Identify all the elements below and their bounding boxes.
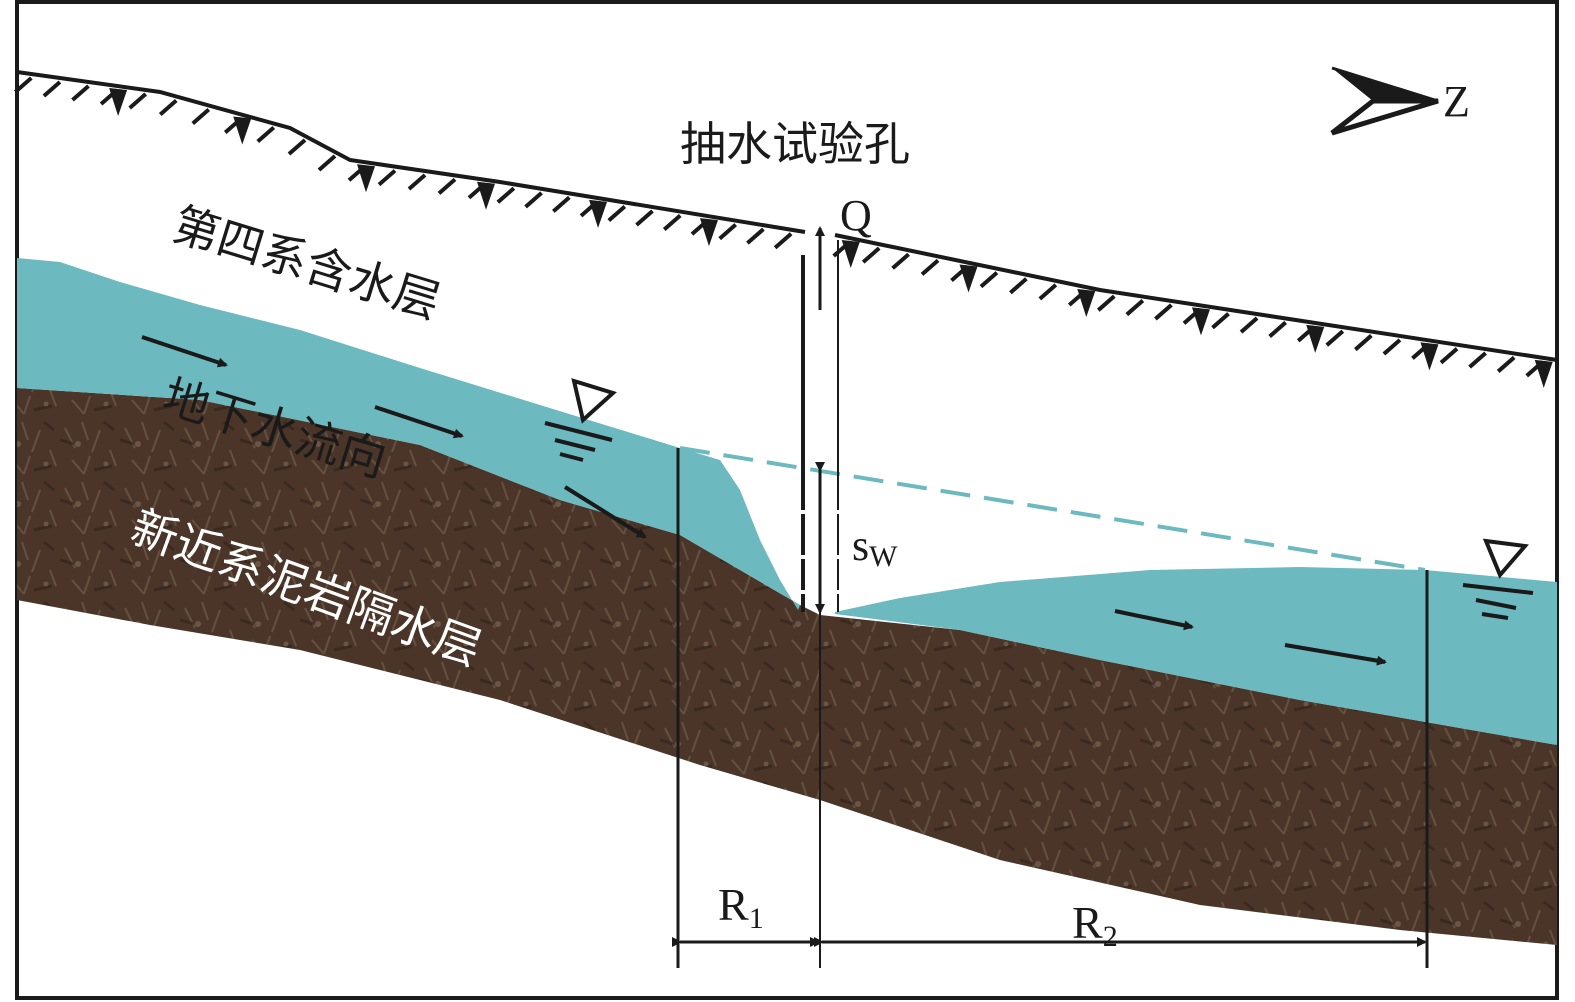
hatch-tick (1154, 303, 1173, 321)
aquitard-layer (17, 388, 1557, 945)
flow-arrow (1284, 643, 1387, 666)
hatch-tick (718, 223, 737, 241)
hatch-tick (13, 76, 33, 94)
hatch-tick (1211, 312, 1230, 330)
hatch-tick (1096, 294, 1116, 312)
hatch-tick (607, 204, 627, 222)
hatch-tick (861, 246, 881, 264)
hatch-tick (1325, 329, 1345, 347)
hatch-mark (233, 116, 252, 145)
hatch-mark (699, 218, 718, 247)
hatch-tick (437, 177, 457, 195)
hatch-tick (773, 232, 793, 250)
hatch-mark (109, 88, 128, 116)
water-table-symbol-icon (544, 378, 617, 462)
hatch-tick (1382, 338, 1402, 356)
ground-hatching (13, 76, 1553, 388)
hatch-tick (1496, 355, 1516, 373)
hatch-tick (1268, 320, 1287, 338)
hatch-tick (635, 209, 654, 227)
r2-label: R2 (1072, 897, 1118, 953)
r1-label: R1 (718, 879, 764, 935)
hatch-mark (841, 240, 860, 269)
hatch-tick (1125, 299, 1145, 317)
discharge-label: Q (840, 191, 872, 240)
hatch-mark (1077, 288, 1096, 317)
flow-arrow (374, 405, 464, 439)
hatch-mark (357, 164, 375, 193)
water-table-symbol-icon (1462, 538, 1534, 620)
hatch-tick (979, 271, 999, 289)
aquifer-water-left (17, 258, 800, 610)
drawdown-label: sW (852, 521, 898, 573)
flow-arrow (1114, 609, 1194, 631)
hatch-tick (256, 125, 276, 144)
hatch-tick (1468, 351, 1487, 369)
hatch-tick (287, 138, 307, 156)
hatch-tick (1038, 283, 1058, 301)
flow-arrow (563, 485, 647, 539)
hatch-tick (158, 98, 178, 117)
hatch-tick (1354, 334, 1373, 352)
hatch-mark (1306, 324, 1325, 353)
hatch-tick (1009, 277, 1028, 295)
title-label: 抽水试验孔 (680, 117, 910, 171)
hatch-tick (128, 92, 148, 110)
hatch-tick (746, 227, 765, 245)
hatch-tick (191, 107, 211, 126)
hatch-tick (552, 195, 571, 213)
hatch-mark (477, 181, 495, 210)
hatch-tick (42, 80, 62, 98)
hatch-tick (1439, 347, 1459, 365)
hatch-tick (524, 191, 543, 209)
hatch-tick (920, 258, 940, 276)
static-water-level-line (679, 446, 1426, 572)
aquifer-water-right (835, 567, 1557, 745)
hatch-tick (496, 186, 516, 204)
ground-surface (16, 70, 1558, 362)
hatch-tick (662, 214, 682, 232)
hatch-tick (71, 84, 90, 102)
hatch-tick (317, 154, 337, 172)
hatch-mark (589, 199, 608, 228)
north-arrow-icon (1330, 66, 1439, 136)
hatch-mark (1420, 342, 1439, 371)
hatch-tick (891, 252, 910, 270)
hatch-tick (1239, 316, 1259, 334)
hatch-tick (407, 173, 427, 191)
flow-arrow (141, 335, 228, 368)
hatch-tick (377, 169, 397, 187)
hatch-mark (1191, 307, 1210, 336)
north-label: Z (1443, 77, 1470, 126)
hatch-mark (1534, 359, 1553, 388)
hatch-mark (959, 264, 978, 293)
